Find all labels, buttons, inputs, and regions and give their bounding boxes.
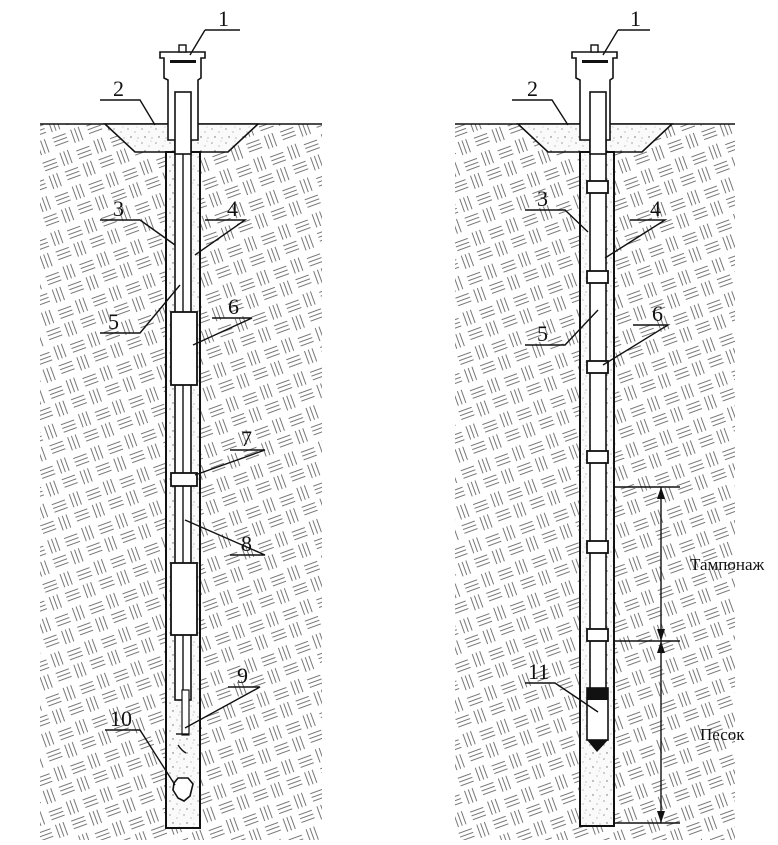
instrument-9 bbox=[181, 689, 190, 736]
left-well: 1 2 3 4 5 6 7 8 9 10 bbox=[40, 6, 322, 840]
right-well: 1 2 3 4 5 6 11 Тампонаж Песок bbox=[455, 6, 765, 840]
label-3: 3 bbox=[537, 186, 548, 211]
dimension-lines bbox=[614, 486, 680, 824]
label-2: 2 bbox=[113, 76, 124, 101]
label-2: 2 bbox=[527, 76, 538, 101]
label-4: 4 bbox=[227, 196, 238, 221]
device-6 bbox=[170, 311, 198, 386]
bit-10 bbox=[172, 777, 194, 802]
label-3: 3 bbox=[113, 196, 124, 221]
label-10: 10 bbox=[110, 706, 132, 731]
label-1: 1 bbox=[218, 6, 229, 31]
couplings bbox=[586, 180, 609, 642]
label-4: 4 bbox=[650, 196, 661, 221]
zone-label-tamponage: Тампонаж bbox=[690, 555, 765, 574]
device-6b bbox=[170, 562, 198, 636]
label-9: 9 bbox=[237, 663, 248, 688]
label-8: 8 bbox=[241, 531, 252, 556]
zone-label-sand: Песок bbox=[700, 725, 745, 744]
label-6: 6 bbox=[228, 294, 239, 319]
device-11 bbox=[586, 687, 609, 752]
label-5: 5 bbox=[108, 309, 119, 334]
coupling-7 bbox=[170, 472, 198, 487]
label-5: 5 bbox=[537, 321, 548, 346]
label-6: 6 bbox=[652, 301, 663, 326]
label-1: 1 bbox=[630, 6, 641, 31]
label-11: 11 bbox=[528, 659, 549, 684]
label-7: 7 bbox=[241, 426, 252, 451]
